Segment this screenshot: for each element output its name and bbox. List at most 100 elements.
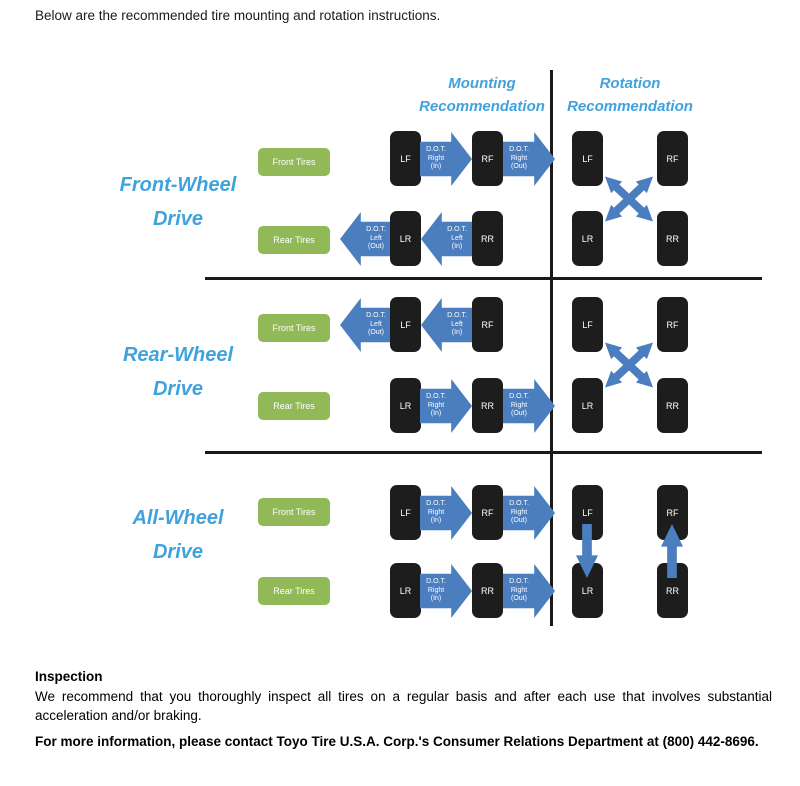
dot-left-in-arrow-icon: D.O.T. Left (In) [421,298,473,352]
dot-left-out-arrow-icon: D.O.T. Left (Out) [340,298,392,352]
arrow-label-line3: (Out) [511,595,527,603]
arrow-label-line2: Left [451,320,463,328]
arrow-label: D.O.T. Right (In) [426,393,446,419]
arrow-label-line2: Right [427,586,445,594]
front-tires-badge: Front Tires [258,148,330,176]
arrow-label-line3: (In) [451,329,463,337]
arrow-label-line2: Right [510,508,528,516]
front-tires-badge: Front Tires [258,498,330,526]
dot-right-out-arrow-icon: D.O.T. Right (Out) [503,486,555,540]
row-label-all-wheel-drive: All-Wheel Drive [103,501,253,569]
arrow-label-line1: D.O.T. [509,393,529,401]
rotation-criss-cross-arrows-icon [604,342,654,388]
arrow-label-line3: (In) [430,410,442,418]
arrow-label: D.O.T. Right (In) [426,578,446,604]
inspection-paragraph: We recommend that you thoroughly inspect… [35,689,772,723]
dot-right-in-arrow-icon: D.O.T. Right (In) [420,486,472,540]
arrow-label-line2: Right [427,401,445,409]
rotation-header-line2: Recommendation [567,98,693,115]
rotation-column-header: Rotation Recommendation [555,72,705,118]
mounting-tire-rf: RF [472,297,503,352]
arrow-label-line1: D.O.T. [426,393,446,401]
arrow-label-line2: Right [510,154,528,162]
arrow-label-line3: (Out) [511,410,527,418]
arrow-label: D.O.T. Right (Out) [509,578,529,604]
arrow-label: D.O.T. Left (In) [447,226,467,252]
arrow-label-line3: (Out) [368,329,384,337]
arrow-label-line3: (Out) [511,517,527,525]
dot-left-out-arrow-icon: D.O.T. Left (Out) [340,212,392,266]
arrow-label-line1: D.O.T. [447,312,467,320]
mounting-tire-rf: RF [472,485,503,540]
rotation-header-line1: Rotation [599,75,661,92]
mounting-tire-lf: LF [390,485,421,540]
arrow-label-line2: Left [370,320,382,328]
mounting-tire-lf: LF [390,297,421,352]
arrow-label-line1: D.O.T. [509,500,529,508]
mounting-tire-rf: RF [472,131,503,186]
rotation-tire-lf: LF [572,297,603,352]
arrow-label-line1: D.O.T. [447,226,467,234]
dot-left-in-arrow-icon: D.O.T. Left (In) [421,212,473,266]
arrow-label-line3: (Out) [511,163,527,171]
arrow-label: D.O.T. Left (Out) [366,312,386,338]
row-label-line1: Front-Wheel [119,174,237,196]
arrow-label-line1: D.O.T. [426,500,446,508]
row-label-rear-wheel-drive: Rear-Wheel Drive [103,338,253,406]
arrow-label-line1: D.O.T. [426,578,446,586]
arrow-label-line3: (In) [430,517,442,525]
intro-text: Below are the recommended tire mounting … [35,8,441,23]
arrow-label-line2: Left [370,234,382,242]
rotation-tire-rr: RR [657,211,688,266]
row-label-front-wheel-drive: Front-Wheel Drive [103,168,253,236]
contact-paragraph: For more information, please contact Toy… [35,734,759,749]
dot-right-out-arrow-icon: D.O.T. Right (Out) [503,379,555,433]
arrow-label: D.O.T. Right (In) [426,500,446,526]
rear-tires-badge: Rear Tires [258,577,330,605]
arrow-label-line3: (In) [430,595,442,603]
rotation-tire-lf: LF [572,131,603,186]
dot-right-in-arrow-icon: D.O.T. Right (In) [420,564,472,618]
arrow-label-line2: Right [427,154,445,162]
mounting-tire-lr: LR [390,563,421,618]
rear-tires-badge: Rear Tires [258,392,330,420]
mounting-header-line2: Recommendation [419,98,545,115]
arrow-label-line3: (In) [451,243,463,251]
row-label-line1: Rear-Wheel [122,344,234,366]
arrow-label-line1: D.O.T. [509,578,529,586]
horizontal-divider-1 [205,277,762,280]
rotation-tire-rf: RF [657,131,688,186]
mounting-tire-lr: LR [390,211,421,266]
row-label-line2: Drive [152,541,204,563]
inspection-heading: Inspection [35,669,103,684]
rotation-tire-rf: RF [657,297,688,352]
arrow-label: D.O.T. Right (In) [426,146,446,172]
arrow-label: D.O.T. Right (Out) [509,393,529,419]
arrow-label: D.O.T. Left (Out) [366,226,386,252]
rotation-tire-lr: LR [572,378,603,433]
row-label-line2: Drive [152,378,204,400]
mounting-tire-rr: RR [472,378,503,433]
arrow-label-line1: D.O.T. [509,146,529,154]
vertical-divider [550,70,553,626]
arrow-label: D.O.T. Right (Out) [509,500,529,526]
row-label-line1: All-Wheel [132,507,224,529]
row-label-line2: Drive [152,208,204,230]
arrow-label-line1: D.O.T. [366,226,386,234]
rear-tires-badge: Rear Tires [258,226,330,254]
arrow-label: D.O.T. Left (In) [447,312,467,338]
rotation-criss-cross-arrows-icon [604,176,654,222]
arrow-label-line3: (In) [430,163,442,171]
mounting-tire-lf: LF [390,131,421,186]
rotation-tire-rr: RR [657,378,688,433]
arrow-label-line2: Right [510,586,528,594]
mounting-tire-rr: RR [472,563,503,618]
dot-right-out-arrow-icon: D.O.T. Right (Out) [503,564,555,618]
arrow-label-line2: Right [510,401,528,409]
rotation-tire-lr: LR [572,211,603,266]
arrow-label-line1: D.O.T. [426,146,446,154]
mounting-tire-rr: RR [472,211,503,266]
dot-right-in-arrow-icon: D.O.T. Right (In) [420,132,472,186]
arrow-label-line1: D.O.T. [366,312,386,320]
